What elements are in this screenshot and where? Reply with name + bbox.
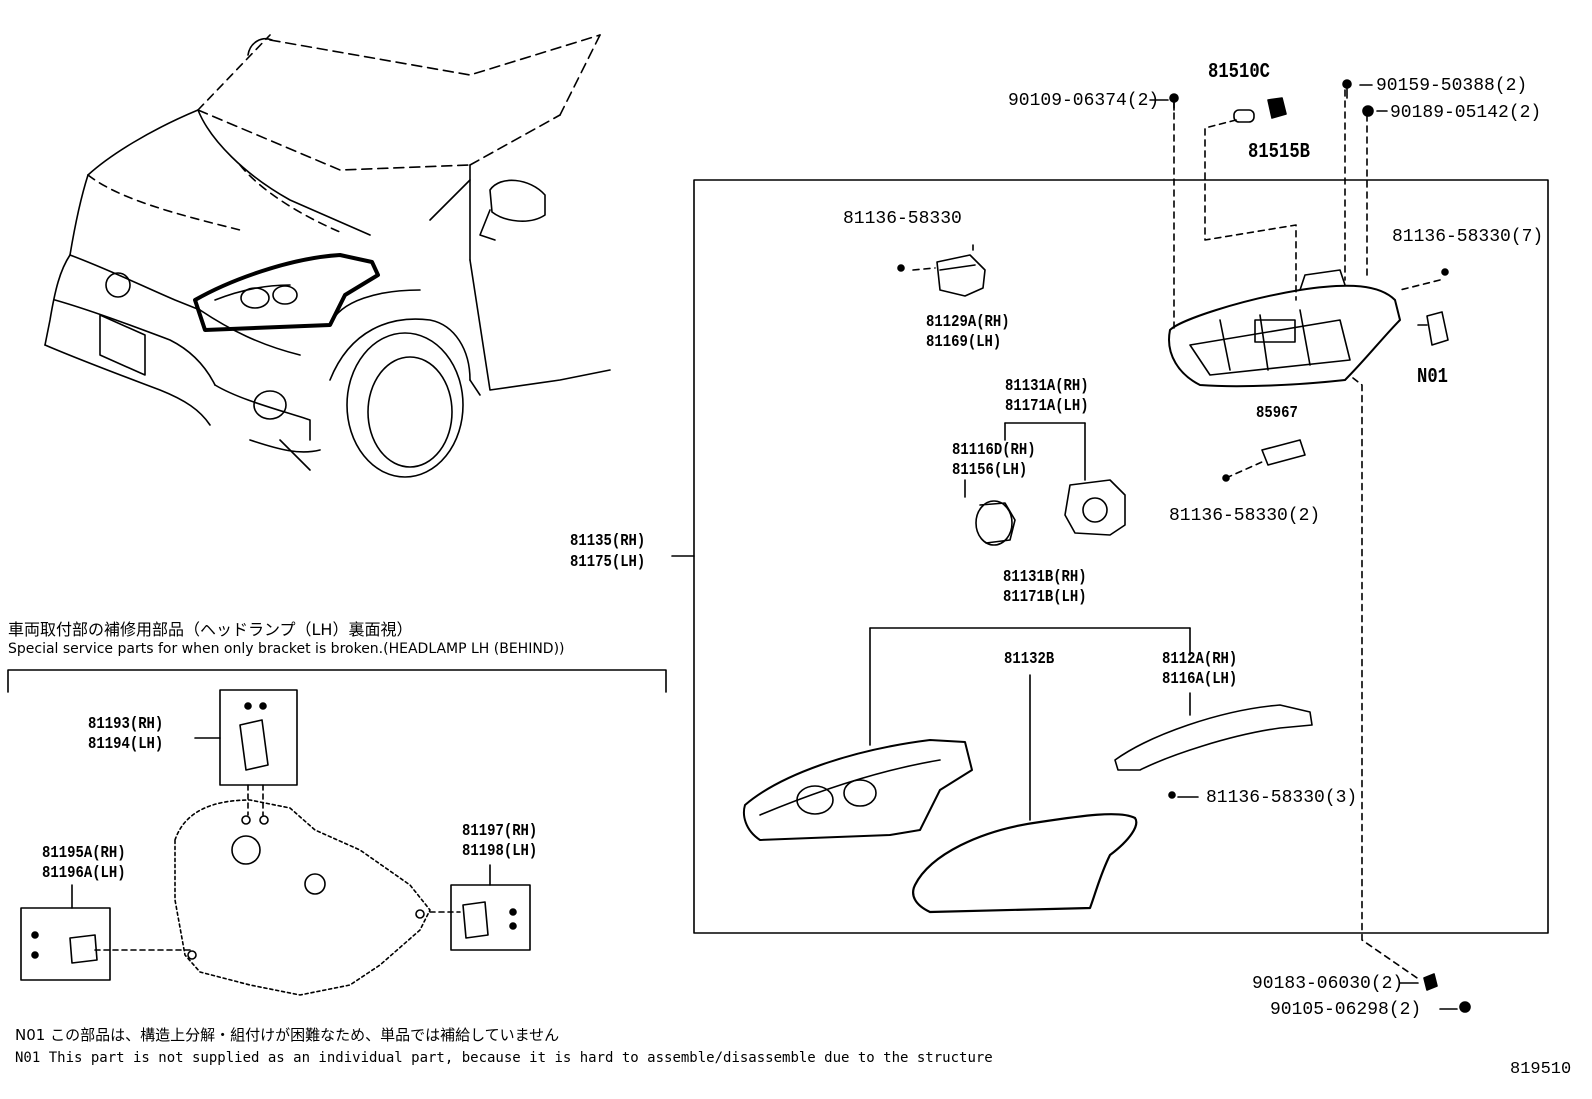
strip-8112a-icon: [1114, 704, 1313, 799]
label-90189: 90189-05142(2): [1390, 103, 1542, 123]
bracket-81197-box: [450, 884, 531, 951]
label-81131a: 81131A(RH): [1005, 377, 1089, 396]
label-81510c: 81510C: [1208, 61, 1271, 84]
label-85967: 85967: [1256, 404, 1298, 423]
leader-lines: [912, 89, 1441, 981]
nut-90189-icon: [1362, 105, 1374, 117]
cover-81129a-icon: [897, 244, 986, 297]
detail-bracket: [7, 669, 667, 693]
label-8116a: 8116A(LH): [1162, 670, 1238, 689]
bulb-81510c-icon: [1233, 109, 1255, 123]
note-en: N01 This part is not supplied as an indi…: [15, 1050, 993, 1066]
assembly-box: [693, 179, 1549, 934]
label-81195a: 81195A(RH): [42, 844, 126, 863]
label-81515b: 81515B: [1248, 141, 1311, 164]
gasket-81132b-icon: [912, 813, 1138, 914]
label-81129a: 81129A(RH): [926, 313, 1010, 332]
bracket-81193-box: [219, 689, 298, 786]
bolt-90105-icon: [1439, 1001, 1471, 1013]
diagram-code: 819510: [1510, 1060, 1572, 1079]
label-81175: 81175(LH): [570, 553, 646, 572]
module-85967-icon: [1222, 439, 1306, 482]
label-90159: 90159-50388(2): [1376, 76, 1528, 96]
label-81171b: 81171B(LH): [1003, 588, 1087, 607]
projector-81131a-icon: [1064, 479, 1126, 536]
socket-81515b-icon: [1267, 97, 1287, 119]
label-90109: 90109-06374(2): [1008, 91, 1160, 111]
label-81194: 81194(LH): [88, 735, 164, 754]
clip-90183-icon: [1399, 973, 1438, 991]
label-81116d: 81116D(RH): [952, 441, 1036, 460]
headlamp-housing: [1168, 269, 1401, 388]
label-8112a: 8112A(RH): [1162, 650, 1238, 669]
label-81198: 81198(LH): [462, 842, 538, 861]
label-81135: 81135(RH): [570, 532, 646, 551]
vehicle-illustration: [44, 34, 611, 478]
label-81193: 81193(RH): [88, 715, 164, 734]
label-81136-a: 81136-58330: [843, 209, 962, 229]
detail-title-jp: 車両取付部の補修用部品（ヘッドランプ（LH）裏面視）: [8, 620, 413, 639]
detail-title-en: Special service parts for when only brac…: [8, 641, 565, 657]
label-81171a: 81171A(LH): [1005, 397, 1089, 416]
label-90105: 90105-06298(2): [1270, 1000, 1422, 1020]
label-81197: 81197(RH): [462, 822, 538, 841]
label-81136-c: 81136-58330(2): [1169, 506, 1321, 526]
label-81156: 81156(LH): [952, 461, 1028, 480]
label-81131b: 81131B(RH): [1003, 568, 1087, 587]
bolt-90109-icon: [1169, 93, 1179, 111]
ring-81116d-icon: [975, 500, 1016, 546]
headlamp-back-view: [174, 799, 431, 996]
label-81136-d: 81136-58330(3): [1206, 788, 1358, 808]
label-81169: 81169(LH): [926, 333, 1002, 352]
label-81196a: 81196A(LH): [42, 864, 126, 883]
actuator-n01-icon: [1417, 268, 1449, 346]
lens-81131b-icon: [742, 739, 973, 841]
label-81132b: 81132B: [1004, 650, 1055, 669]
note-jp: N01 この部品は、構造上分解・組付けが困難なため、単品では補給していません: [15, 1026, 560, 1044]
screw-90159-icon: [1342, 79, 1352, 99]
label-81136-b: 81136-58330(7): [1392, 227, 1544, 247]
bracket-81195a-box: [20, 907, 111, 981]
label-90183: 90183-06030(2): [1252, 974, 1404, 994]
label-n01: N01: [1417, 366, 1449, 389]
